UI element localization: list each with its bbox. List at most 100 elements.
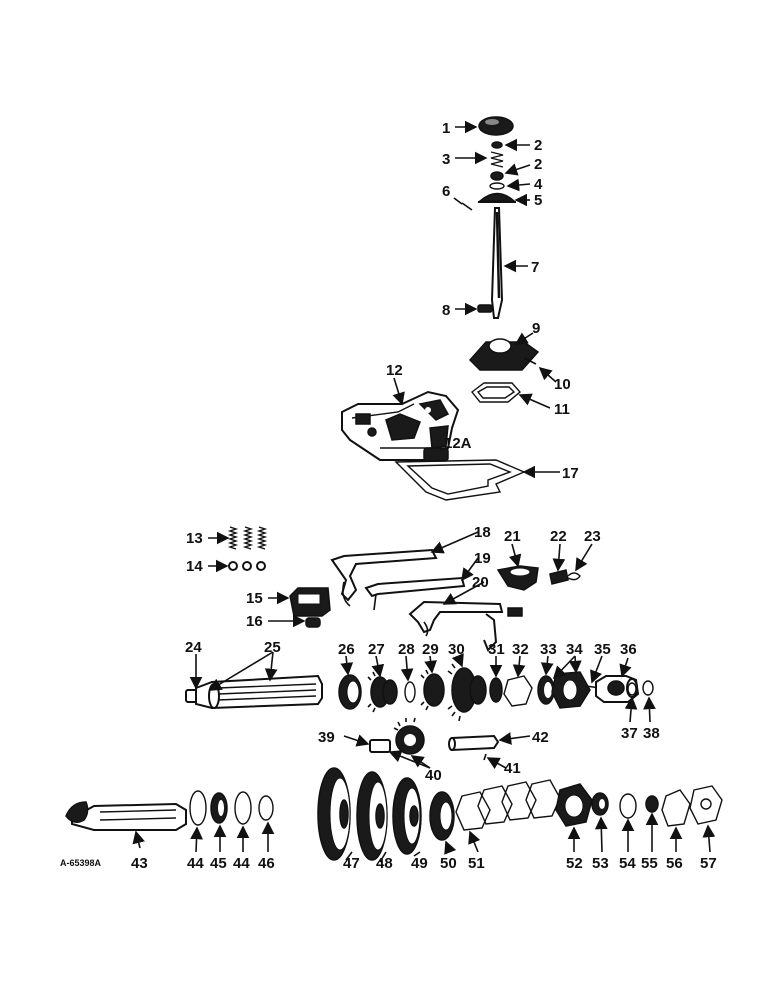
callout-47: 47 [343, 855, 360, 872]
bearing-53 [591, 792, 609, 816]
shift-rail-lower [408, 600, 504, 637]
callout-9: 9 [532, 320, 540, 337]
shift-knob [478, 116, 514, 136]
callout-48: 48 [376, 855, 393, 872]
callout-12a: 12A [444, 435, 472, 452]
callout-42: 42 [532, 729, 549, 746]
nut-55 [645, 795, 659, 813]
gear-47 [317, 767, 351, 861]
pinion-shaft-43 [65, 801, 187, 831]
callout-2: 2 [534, 137, 542, 154]
fork-bracket [496, 565, 539, 591]
callout-24: 24 [185, 639, 202, 656]
transmission-cover [341, 390, 460, 461]
gear-49 [392, 777, 422, 855]
gear-30 [447, 658, 487, 722]
gear-27 [367, 671, 398, 713]
callout-8: 8 [442, 302, 450, 319]
spacer-46 [258, 795, 274, 821]
idler-shaft-42 [448, 734, 500, 752]
callout-33: 33 [540, 641, 557, 658]
cover-57 [689, 785, 723, 825]
main-shaft [195, 674, 323, 710]
idler-gear-40 [393, 717, 425, 755]
washer-38 [642, 680, 654, 696]
callout-10: 10 [554, 376, 571, 393]
spring [490, 151, 504, 168]
lever-pin [477, 304, 493, 313]
callout-17: 17 [562, 465, 579, 482]
shims-51 [455, 779, 561, 831]
gear-48 [356, 771, 388, 861]
retainer-ring [489, 182, 505, 190]
callout-labels: 1 2 3 2 4 5 6 7 8 9 10 11 12 12A 17 13 1… [131, 120, 717, 872]
callout-15: 15 [246, 590, 263, 607]
retainer-52 [555, 783, 593, 827]
callout-16: 16 [246, 613, 263, 630]
callout-36: 36 [620, 641, 637, 658]
gear-29 [420, 669, 445, 711]
washer-37 [627, 682, 637, 696]
interlock-pin [305, 617, 321, 628]
callout-27: 27 [368, 641, 385, 658]
callout-39: 39 [318, 729, 335, 746]
callout-30: 30 [448, 641, 465, 658]
bearing-33 [537, 675, 555, 705]
gear-31 [489, 677, 503, 703]
washer-upper [491, 141, 503, 149]
pin [461, 202, 473, 211]
lock-wire [567, 572, 581, 581]
interlock-block [289, 587, 331, 617]
gasket-56 [661, 789, 691, 827]
callout-18: 18 [474, 524, 491, 541]
lock-washer [549, 569, 569, 585]
callout-7: 7 [531, 259, 539, 276]
callout-51: 51 [468, 855, 485, 872]
gasket-housing [471, 382, 522, 403]
poppet-springs [227, 526, 268, 550]
boot-cap [478, 192, 516, 203]
callout-20: 20 [472, 574, 489, 591]
callout-1: 1 [442, 120, 450, 137]
callout-50: 50 [440, 855, 457, 872]
callout-14: 14 [186, 558, 203, 575]
drawing-code: A-65398A [60, 858, 102, 868]
callout-46: 46 [258, 855, 275, 872]
callout-37: 37 [621, 725, 638, 742]
callout-43: 43 [131, 855, 148, 872]
callout-31: 31 [488, 641, 505, 658]
bearing-45 [210, 792, 228, 824]
callout-40: 40 [425, 767, 442, 784]
lock-pin [523, 357, 537, 365]
snap-ring-44a [189, 790, 207, 826]
snap-ring-28 [404, 681, 416, 703]
washer-lower [490, 171, 504, 181]
callout-23: 23 [584, 528, 601, 545]
callout-11: 11 [554, 401, 570, 418]
callout-26: 26 [338, 641, 355, 658]
callout-52: 52 [566, 855, 583, 872]
callout-44: 44 [233, 855, 250, 872]
callout-6: 6 [442, 183, 450, 200]
callout-2: 2 [534, 156, 542, 173]
callout-28: 28 [398, 641, 415, 658]
callout-53: 53 [592, 855, 609, 872]
snap-ring-54 [619, 793, 637, 819]
callout-41: 41 [504, 760, 521, 777]
snap-ring-44b [234, 791, 252, 825]
gear-50 [429, 791, 455, 841]
callout-45: 45 [210, 855, 227, 872]
callout-29: 29 [422, 641, 439, 658]
callout-49: 49 [411, 855, 428, 872]
callout-54: 54 [619, 855, 636, 872]
callout-13: 13 [186, 530, 203, 547]
callout-3: 3 [442, 151, 450, 168]
cover-gasket [394, 459, 526, 501]
retainer-34 [551, 671, 591, 709]
shift-lever [490, 207, 504, 319]
lock-plate [507, 607, 523, 617]
callout-34: 34 [566, 641, 583, 658]
gasket-32 [503, 675, 533, 707]
lever-housing [468, 338, 540, 371]
